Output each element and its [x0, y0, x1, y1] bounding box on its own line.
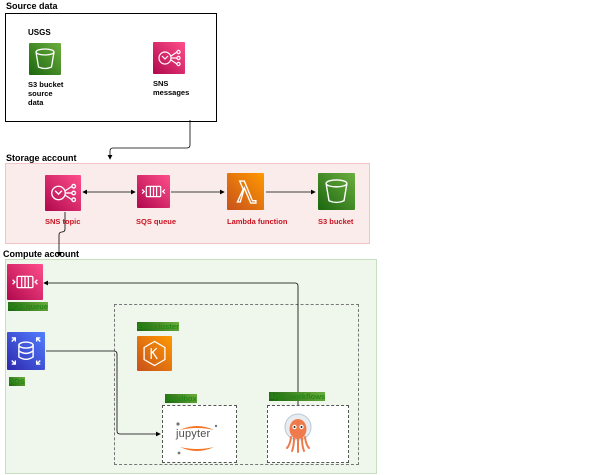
lambda-icon: [227, 173, 264, 210]
lambda-function-label: Lambda function: [227, 217, 288, 226]
sns-topic-icon: [45, 175, 81, 211]
rds-icon: [7, 332, 45, 370]
sandbox-boundary: [162, 405, 237, 463]
sqs-queue-label: SQS queue: [136, 217, 177, 226]
usgs-title: USGS: [28, 28, 51, 37]
jupyter-wordmark: jupyter: [176, 428, 211, 440]
edge-argo-to-sqs: [43, 280, 299, 405]
edge-rds-to-jupyter: [46, 350, 161, 437]
jupyter-logo: [172, 420, 222, 456]
s3-bucket-label: S3 bucket: [318, 217, 354, 226]
s3-bucket-storage-icon: [318, 173, 355, 210]
edge-source-to-storage: [107, 120, 191, 160]
sqs-icon: [137, 175, 170, 208]
eks-icon: [137, 336, 172, 371]
edge-sns-to-compute: [56, 212, 66, 257]
sandbox-label: Sandbox: [165, 394, 197, 403]
sns-icon: [153, 42, 185, 74]
group-label-compute: Compute account: [3, 249, 80, 259]
s3-bucket-icon: [29, 43, 61, 75]
argo-workflows-label: Argo workflows: [269, 392, 326, 401]
group-label-storage: Storage account: [6, 153, 77, 163]
eks-cluster-boundary: [114, 304, 359, 465]
compute-sqs-icon: [7, 264, 43, 300]
sns-topic-label: SNS topic: [45, 217, 81, 226]
eks-cluster-label: EKS cluster: [137, 322, 180, 331]
argo-octopus-icon: [281, 412, 315, 456]
compute-sqs-label: SQS queue: [8, 302, 49, 311]
rds-label: RDS: [9, 377, 25, 386]
group-label-source: Source data: [6, 1, 58, 11]
